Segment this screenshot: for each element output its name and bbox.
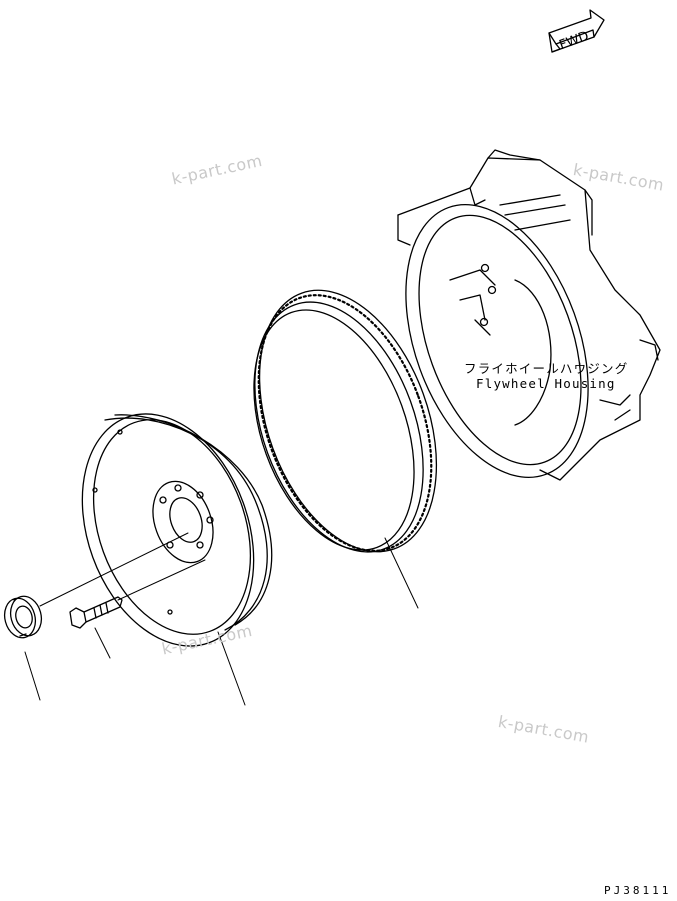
- housing-label-jp: フライホイールハウジング: [464, 361, 629, 376]
- assembly-axis-lines: [39, 532, 206, 607]
- drawing-code: PJ38111: [604, 884, 672, 897]
- pilot-bearing: [3, 595, 43, 639]
- housing-label-en: Flywheel Housing: [476, 376, 616, 391]
- flywheel-housing: [397, 149, 661, 481]
- flywheel: [81, 413, 273, 647]
- fwd-arrow-text: FWD: [557, 29, 591, 53]
- callout-leader-lines: [24, 537, 419, 706]
- ring-gear: [253, 289, 438, 553]
- fwd-arrow-icon: FWD: [548, 9, 605, 53]
- flywheel-bolt: [69, 596, 123, 629]
